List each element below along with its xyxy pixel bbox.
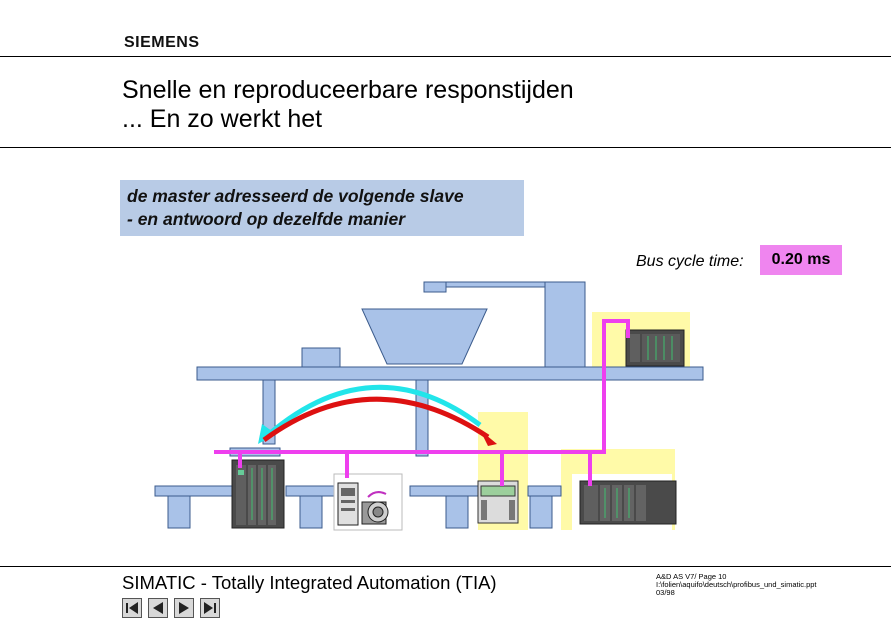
small-box (301, 347, 341, 368)
footer-title: SIMATIC - Totally Integrated Automation … (122, 572, 497, 593)
title-rule (0, 147, 891, 148)
slide-title: Snelle en reproduceerbare responstijden … (122, 76, 574, 134)
request-arrow (262, 396, 490, 443)
upper-table (196, 366, 704, 381)
next-slide-icon (174, 598, 194, 618)
footer-meta-line-1: A&D AS V7/ Page 10 (656, 572, 727, 581)
footer-meta-line-2: I:\folien\aquifo\deutsch\profibus_und_si… (656, 580, 817, 589)
info-line-1: de master adresseerd de volgende slave (127, 186, 464, 206)
profibus-line (214, 319, 630, 486)
footer-rule (0, 566, 891, 567)
request-arrowhead (480, 430, 497, 446)
title-line-2: ... En zo werkt het (122, 105, 323, 133)
upper-machine (196, 281, 704, 457)
io-station (477, 480, 519, 524)
siemens-logo: SIEMENS (124, 34, 200, 51)
last-slide-button[interactable] (200, 598, 220, 618)
first-slide-icon (122, 598, 142, 618)
previous-slide-icon (148, 598, 168, 618)
footer-meta: A&D AS V7/ Page 10 I:\folien\aquifo\deut… (656, 573, 817, 597)
response-arrowhead (258, 424, 276, 444)
previous-slide-button[interactable] (148, 598, 168, 618)
drive-motor (333, 473, 403, 531)
footer-meta-line-3: 03/98 (656, 588, 675, 597)
last-slide-icon (200, 598, 220, 618)
hopper (361, 308, 488, 365)
top-plc (625, 329, 685, 367)
first-slide-button[interactable] (122, 598, 142, 618)
bus-cycle-value: 0.20 ms (760, 245, 842, 275)
header-rule (0, 56, 891, 57)
master-plc (229, 447, 285, 529)
telegram-arrows (258, 385, 497, 446)
slave-plc (572, 474, 677, 530)
response-arrow (266, 385, 482, 437)
plant-illustration (154, 281, 704, 531)
info-line-2: - en antwoord op dezelfde manier (127, 209, 406, 229)
bus-cycle-label: Bus cycle time: (636, 253, 744, 270)
info-box: de master adresseerd de volgende slave -… (120, 180, 524, 236)
title-line-1: Snelle en reproduceerbare responstijden (122, 76, 574, 104)
next-slide-button[interactable] (174, 598, 194, 618)
